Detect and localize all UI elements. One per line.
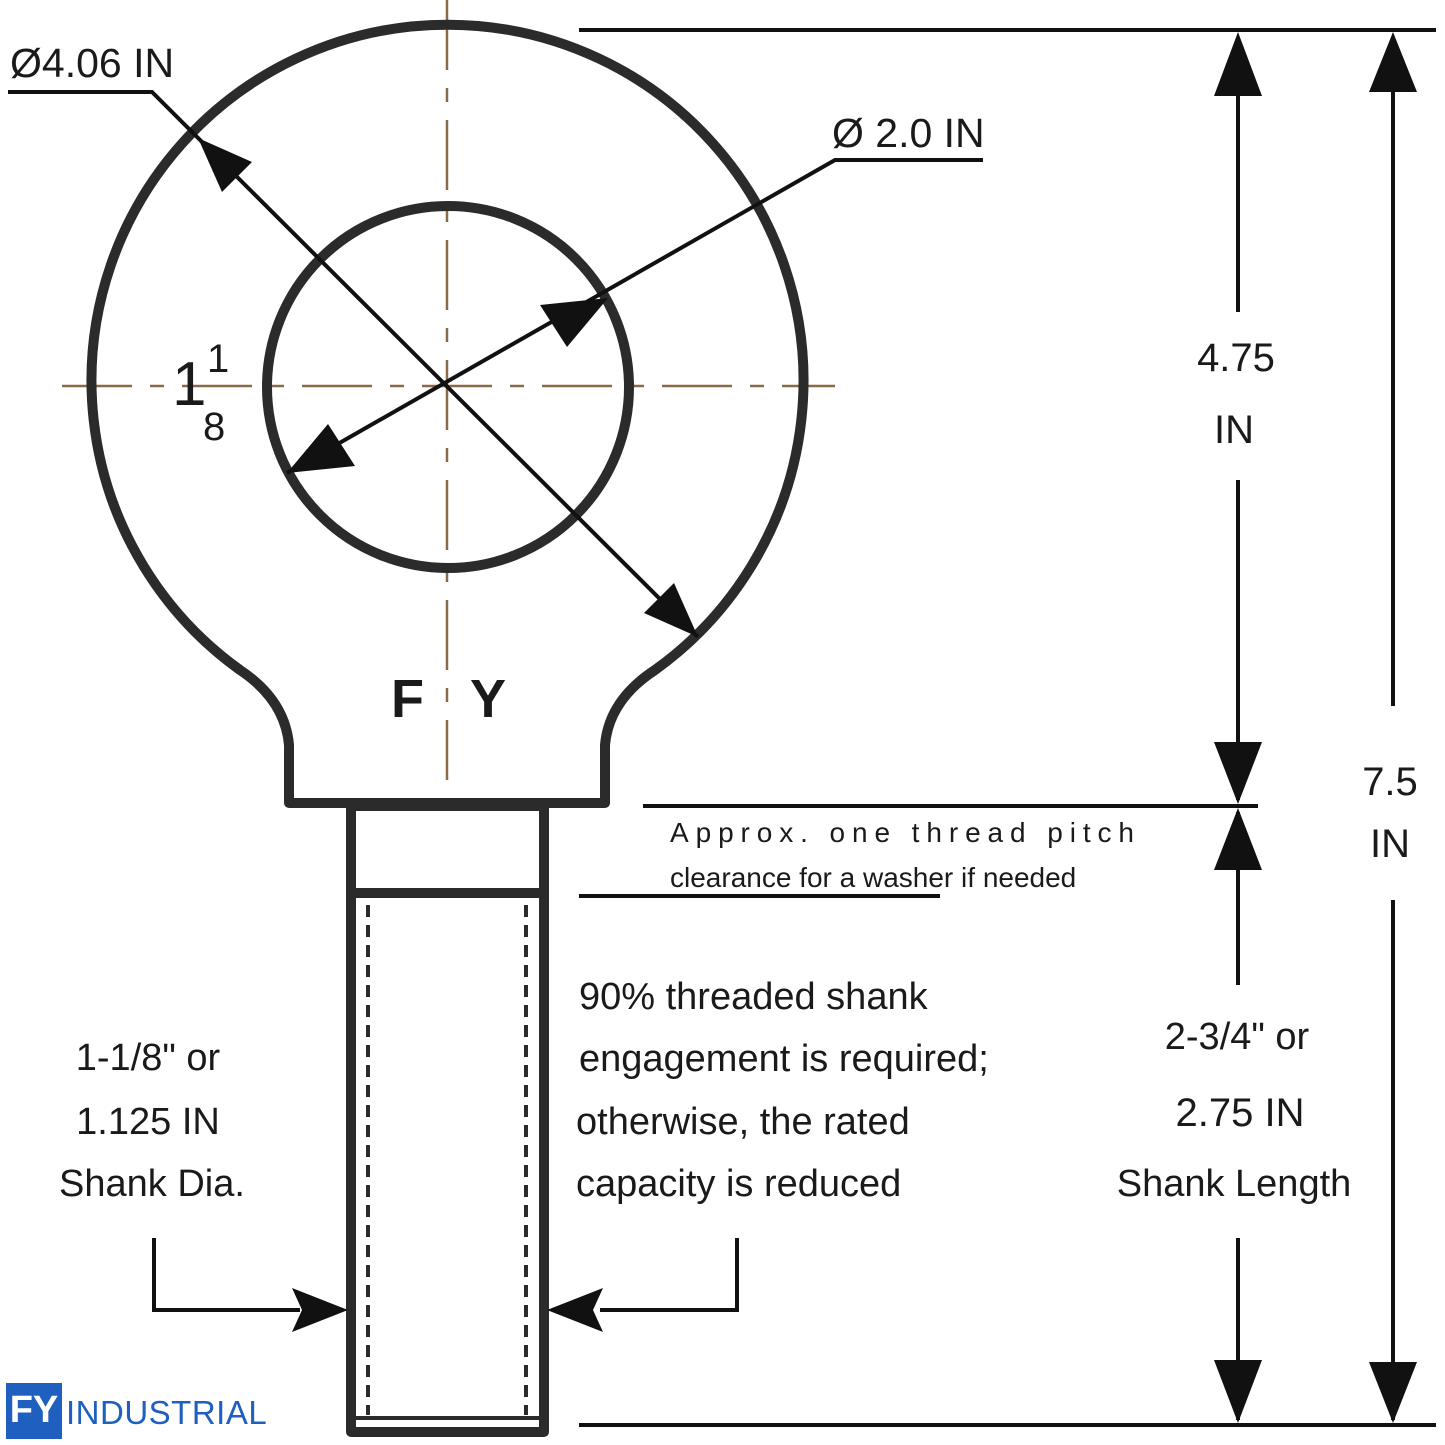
inner-diameter-label: Ø 2.0 IN: [832, 110, 985, 156]
brand-logo-name: INDUSTRIAL: [66, 1394, 268, 1431]
engagement-note-line-4: capacity is reduced: [576, 1163, 901, 1205]
total-length-value: 7.5: [1362, 760, 1418, 804]
shank-length-line-2: 2.75 IN: [1176, 1091, 1305, 1135]
brand-logo-box: [6, 1383, 62, 1439]
eye-height-arrow-bottom: [1214, 742, 1262, 804]
outer-diameter-arrow-bottom: [644, 583, 698, 637]
outer-diameter-label: Ø4.06 IN: [10, 40, 174, 86]
shank-length-arrow-bottom: [1214, 1360, 1262, 1423]
engagement-note-line-1: 90% threaded shank: [579, 976, 929, 1018]
shank-length-arrow-top: [1214, 808, 1262, 870]
stamp-left-letter: F: [391, 669, 424, 729]
section-whole: 1: [172, 350, 206, 419]
eye-bolt-head-outline: [86, 19, 809, 808]
total-length-arrow-top: [1369, 32, 1417, 92]
shank-dia-pointer-left: [152, 1238, 300, 1312]
clearance-note-line-1: Approx. one thread pitch: [670, 817, 1134, 848]
shank-length-line-1: 2-3/4" or: [1165, 1016, 1310, 1058]
outer-diameter-leader: [8, 90, 700, 639]
engagement-note-line-3: otherwise, the rated: [576, 1101, 910, 1143]
inner-diameter-arrow-bottom: [287, 424, 355, 473]
eye-height-unit: IN: [1214, 408, 1254, 452]
brand-logo-mark: FY: [9, 1389, 59, 1431]
clearance-note-line-2: clearance for a washer if needed: [670, 862, 1076, 893]
eye-hole: [262, 201, 634, 573]
section-denominator: 8: [203, 405, 225, 449]
total-length-unit: IN: [1370, 822, 1410, 866]
shank-diameter-line-1: 1-1/8" or: [76, 1037, 221, 1079]
shank-diameter-line-3: Shank Dia.: [59, 1163, 245, 1205]
engagement-note-line-2: engagement is required;: [579, 1038, 989, 1080]
shank-dia-arrow-left: [292, 1288, 348, 1332]
stamp-right-letter: Y: [470, 669, 506, 729]
eye-height-value: 4.75: [1197, 336, 1275, 380]
shank-length-line-3: Shank Length: [1117, 1163, 1352, 1205]
outer-diameter-arrow-top: [198, 138, 252, 192]
inner-diameter-arrow-top: [540, 298, 608, 347]
total-length-arrow-bottom: [1369, 1362, 1417, 1423]
shank-dia-arrow-right: [547, 1288, 603, 1332]
section-numerator: 1: [207, 337, 229, 381]
shank-dia-pointer-right: [600, 1238, 739, 1312]
shank-diameter-line-2: 1.125 IN: [76, 1101, 220, 1143]
inner-diameter-leader: [286, 158, 983, 475]
eye-height-arrow-top: [1214, 32, 1262, 96]
shank-outline: [346, 801, 549, 1437]
